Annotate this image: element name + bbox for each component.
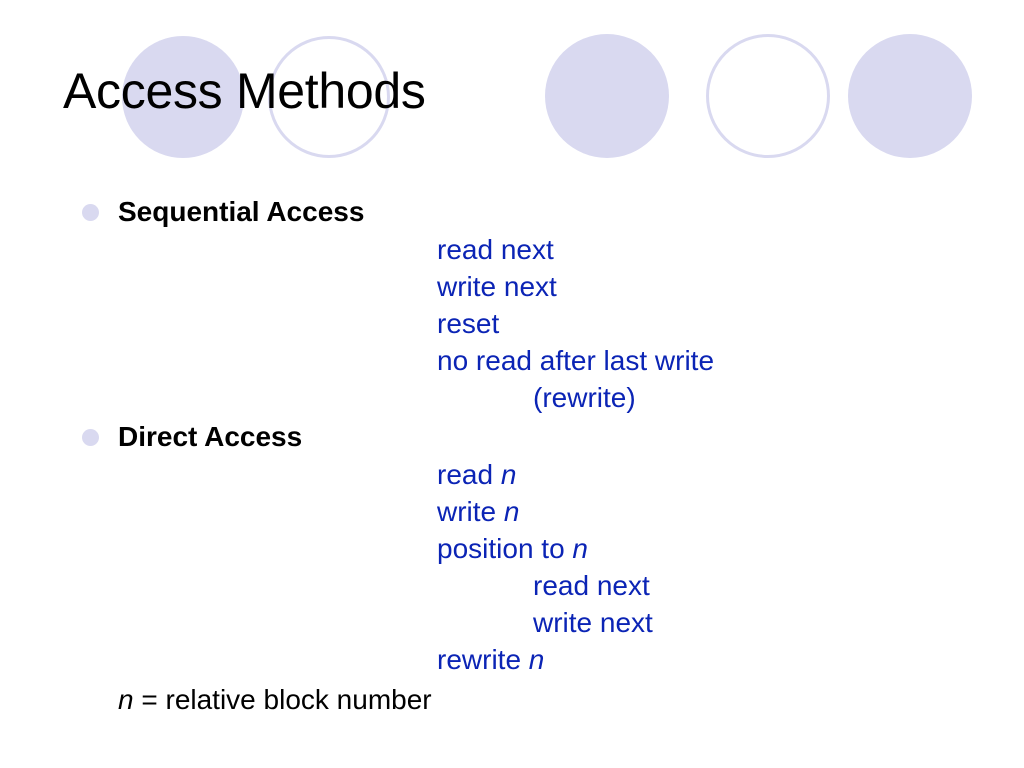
operation-text: rewrite [437, 644, 529, 675]
footnote-variable: n [118, 684, 134, 715]
operation-variable: n [500, 459, 517, 490]
operation-item: read next [437, 234, 554, 265]
decor-circle-filled [122, 36, 244, 158]
operation-item: reset [437, 308, 500, 339]
bullet-icon [82, 429, 99, 446]
operation-item: write n [437, 498, 519, 526]
operation-item: read n [437, 461, 516, 489]
operation-subitem: (rewrite) [533, 382, 636, 413]
operation-variable: n [503, 496, 520, 527]
section-heading-sequential: Sequential Access [118, 196, 365, 227]
operation-item: write next [437, 271, 557, 302]
operation-variable: n [528, 644, 545, 675]
operation-text: position to [437, 533, 573, 564]
operation-subitem: read next [533, 570, 650, 601]
operation-subitem: write next [533, 607, 653, 638]
decor-circle-ring [706, 34, 830, 158]
section-heading-direct: Direct Access [118, 421, 303, 452]
operation-text: write [437, 496, 504, 527]
footnote-text: = relative block number [133, 684, 432, 715]
operation-item: no read after last write [437, 345, 715, 376]
footnote: n = relative block number [118, 686, 432, 714]
decor-circle-filled [848, 34, 972, 158]
bullet-icon [82, 204, 99, 221]
decor-circle-ring [268, 36, 390, 158]
operation-variable: n [572, 533, 588, 564]
decor-circle-filled [545, 34, 669, 158]
operation-item: rewrite n [437, 646, 544, 674]
slide-title: Access Methods [63, 63, 426, 119]
operation-text: read [437, 459, 501, 490]
operation-item: position to n [437, 535, 588, 563]
